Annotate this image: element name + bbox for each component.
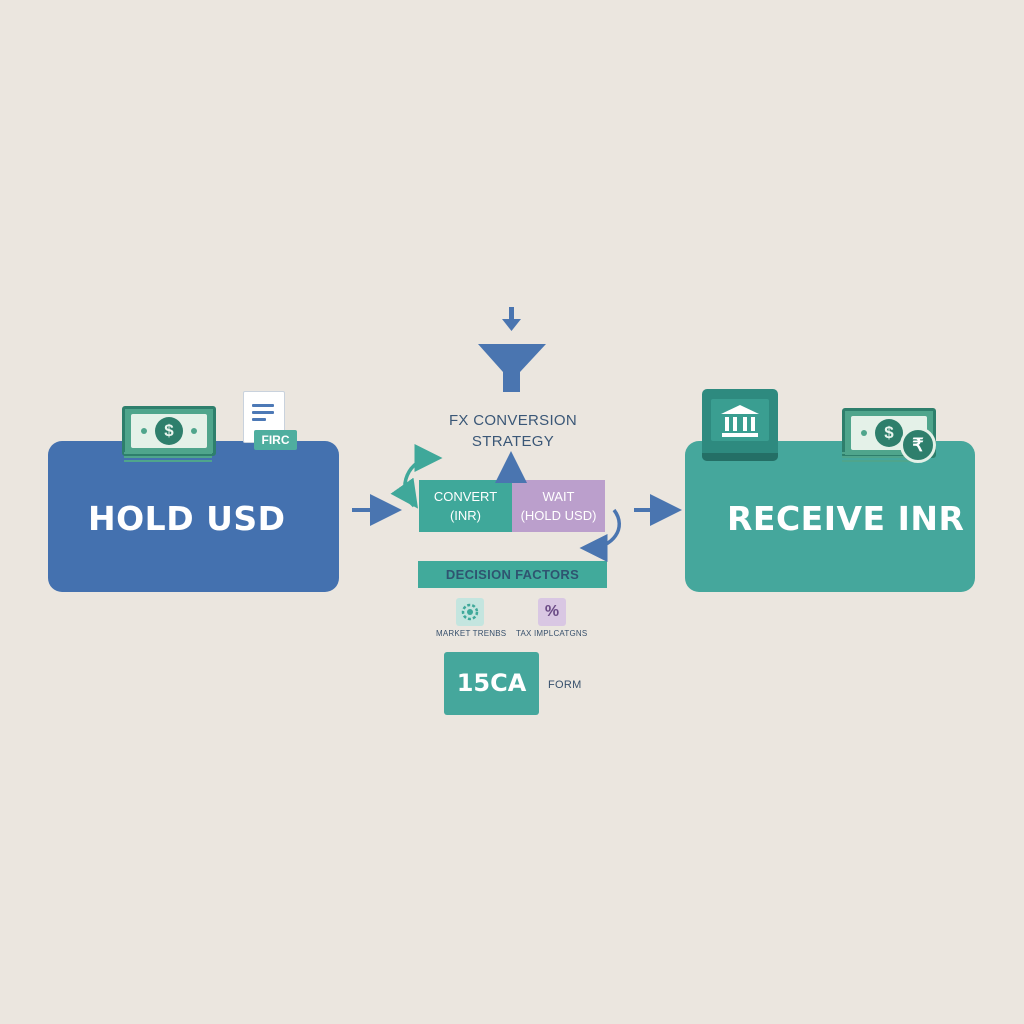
wait-hold-usd-option: WAIT (HOLD USD)	[512, 480, 605, 532]
rupee-coin-icon: ₹	[900, 427, 936, 463]
receive-inr-label: RECEIVE INR	[727, 499, 965, 538]
tax-implications-label: TAX IMPLCATGNS	[516, 629, 588, 638]
market-trends-label: MARKET TRENBS	[436, 629, 507, 638]
decision-factors-header: DECISION FACTORS	[418, 561, 607, 588]
bank-icon	[702, 389, 778, 461]
banknote-stack-icon	[124, 452, 212, 464]
funnel-icon	[478, 307, 546, 392]
convert-inr-option: CONVERT (INR)	[419, 480, 512, 532]
hold-usd-panel: HOLD USD	[48, 441, 339, 592]
banknote-icon: $	[122, 406, 216, 456]
form-label: FORM	[548, 679, 582, 691]
gear-chart-icon	[456, 598, 484, 626]
form-15ca-box: 15CA	[444, 652, 539, 715]
hold-usd-label: HOLD USD	[88, 499, 286, 538]
percent-icon: %	[538, 598, 566, 626]
cycle-arrow-icon	[403, 444, 443, 508]
strategy-title: FX CONVERSION STRATEGY	[448, 412, 578, 450]
firc-tag: FIRC	[254, 430, 297, 450]
cycle-arrow-icon	[579, 508, 621, 562]
bank-building-icon	[721, 405, 759, 437]
receive-inr-panel: RECEIVE INR	[685, 441, 975, 592]
banknote-stack-icon	[842, 452, 912, 464]
